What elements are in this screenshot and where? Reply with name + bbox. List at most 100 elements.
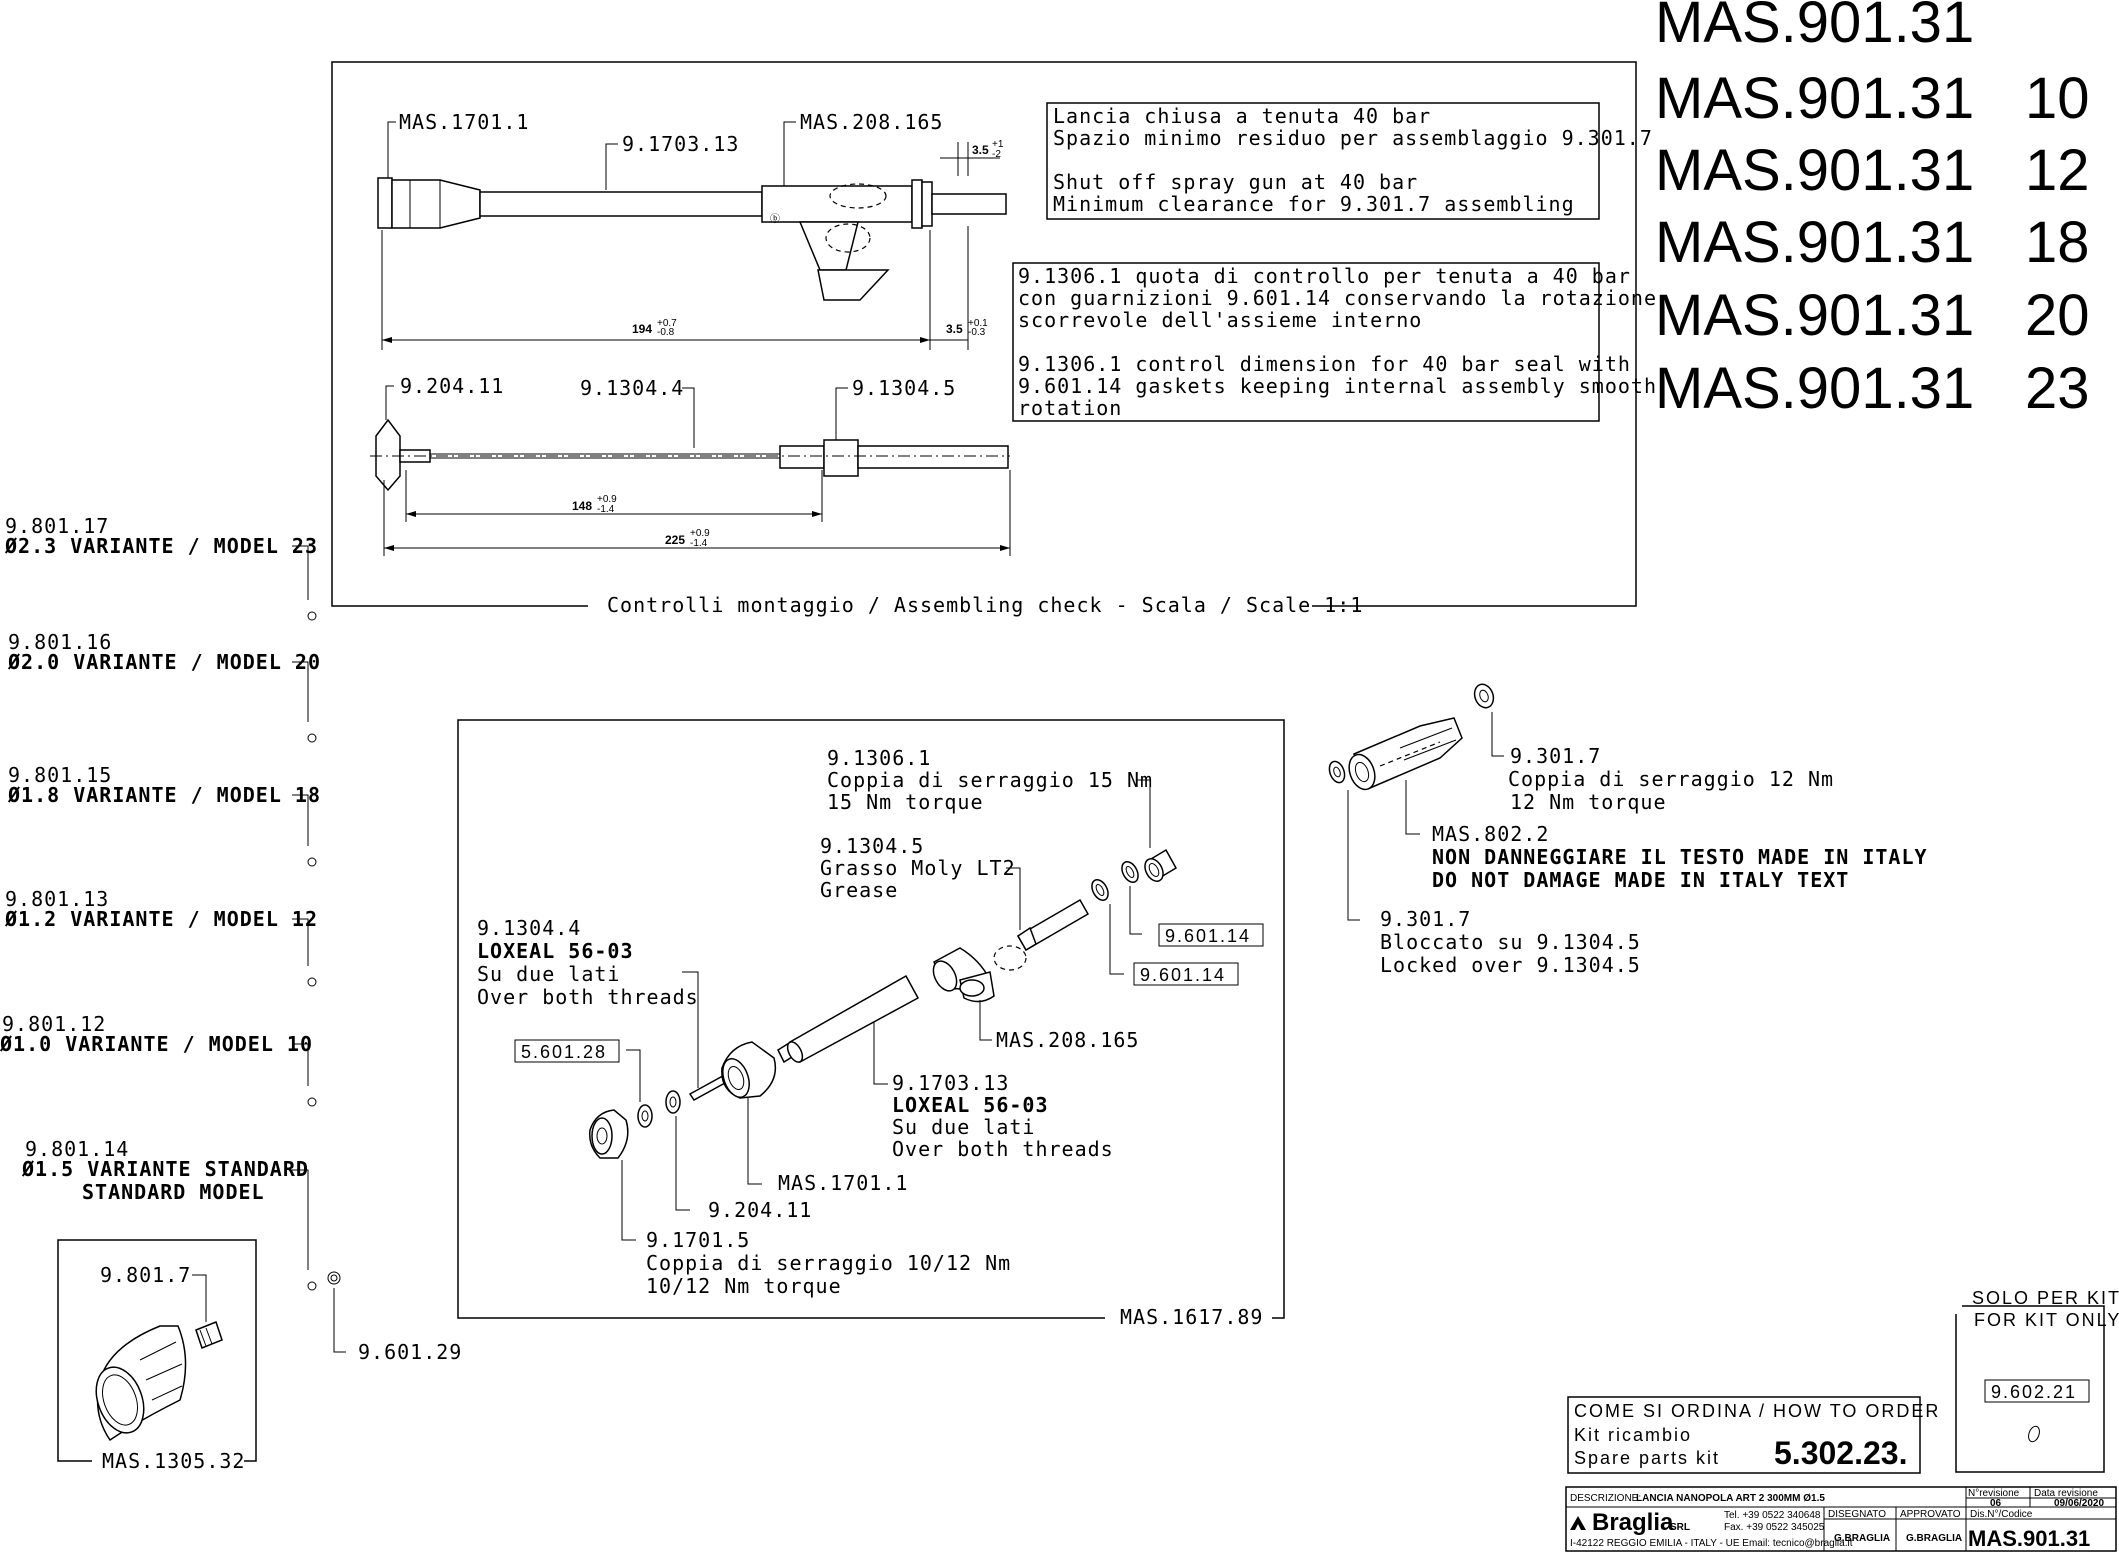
boxed-gasket-a	[1158, 923, 1264, 947]
variant-code-18-left: 9.801.15	[8, 763, 112, 787]
label-9-1703-13: 9.1703.13	[622, 132, 739, 156]
handle-mas-802-2-note-en: DO NOT DAMAGE MADE IN ITALY TEXT	[1432, 868, 1849, 892]
callout-9-1304-4-code: 9.1304.4	[477, 916, 581, 940]
variant-desc-20: Ø2.0 VARIANTE / MODEL 20	[7, 650, 321, 674]
boxed-gasket-c-label: 5.601.28	[521, 1042, 607, 1062]
handle-9-301-7-torque: Coppia di serraggio 12 Nm	[1508, 767, 1834, 791]
variant-suffix-23: 23	[2025, 356, 2090, 421]
tb-drawn-label: DISEGNATO	[1828, 1509, 1886, 1520]
callout-9-1304-5-grease-en: Grease	[820, 878, 898, 902]
tb-desc-value: LANCIA NANOPOLA ART 2 300MM Ø1.5	[1636, 1493, 1825, 1504]
tb-company: Braglia	[1592, 1509, 1674, 1536]
callout-9-1701-5-code: 9.1701.5	[646, 1228, 750, 1252]
variant-code-20-left: 9.801.16	[8, 630, 112, 654]
variant-code-standard: 9.801.14	[25, 1137, 129, 1161]
note2-line2: con guarnizioni 9.601.14 conservando la …	[1018, 286, 1657, 310]
note-box-1	[1046, 102, 1600, 220]
order-line2: Spare parts kit	[1574, 1448, 1720, 1468]
note-box-2	[1012, 262, 1600, 422]
callout-9-1703-13-sides: Su due lati	[892, 1115, 1035, 1139]
dimension-3-5-top-tol-dn: -2	[992, 149, 1001, 160]
kit-only-frame	[1955, 1305, 2105, 1473]
callout-9-1304-5-code: 9.1304.5	[820, 834, 924, 858]
callout-9-1701-5-torque-en: 10/12 Nm torque	[646, 1274, 842, 1298]
handle-9-301-7-code: 9.301.7	[1510, 744, 1601, 768]
dimension-148: 148 +0.9 -1.4	[572, 494, 617, 515]
dimension-3-5-lower: 3.5 +0.1 -0.3	[946, 318, 988, 338]
label-9-1304-5: 9.1304.5	[852, 376, 956, 400]
order-line1: Kit ricambio	[1574, 1425, 1692, 1445]
boxed-gasket-b	[1133, 962, 1239, 986]
note1-line4: Shut off spray gun at 40 bar	[1053, 170, 1418, 194]
variant-desc-18: Ø1.8 VARIANTE / MODEL 18	[7, 783, 321, 807]
variant-suffix-20: 20	[2025, 283, 2090, 348]
dimension-225: 225 +0.9 -1.4	[665, 528, 710, 549]
dimension-148-tol-dn: -1.4	[597, 504, 615, 515]
handle-9-301-7b-locked-en: Locked over 9.1304.5	[1380, 953, 1641, 977]
note1-line2: Spazio minimo residuo per assemblaggio 9…	[1053, 126, 1653, 150]
note1-line5: Minimum clearance for 9.301.7 assembling	[1053, 192, 1575, 216]
nozzle-frame	[57, 1239, 257, 1462]
variant-desc-10: Ø1.0 VARIANTE / MODEL 10	[0, 1032, 313, 1056]
variant-code-10: MAS.901.31	[1655, 66, 1974, 131]
tb-drawn-value: G.BRAGLIA	[1834, 1533, 1890, 1544]
kit-only-part-box	[1984, 1379, 2090, 1403]
inner-assembly-drawing	[370, 418, 1011, 556]
dimension-3-5-top-tol-up: +1	[992, 139, 1004, 150]
handle-mas-802-2-note: NON DANNEGGIARE IL TESTO MADE IN ITALY	[1432, 845, 1928, 869]
nozzle-insert-label: 9.801.7	[100, 1263, 191, 1287]
code-list: MAS.901.31 MAS.901.31 10 MAS.901.31 12 M…	[1655, 0, 2090, 421]
lance-assembly-drawing: ⓑ	[377, 177, 1007, 350]
handle-9-301-7b-locked: Bloccato su 9.1304.5	[1380, 930, 1641, 954]
tb-code-label: Dis.N°/Codice	[1970, 1509, 2033, 1520]
order-panel: COME SI ORDINA / HOW TO ORDER Kit ricamb…	[1567, 1396, 1940, 1474]
variant-desc-standard-2: STANDARD MODEL	[82, 1180, 265, 1204]
variant-suffix-10: 10	[2025, 66, 2090, 131]
dimension-225-value: 225	[665, 533, 685, 547]
kit-only-title-it: SOLO PER KIT	[1972, 1288, 2119, 1308]
dimension-194-value: 194	[632, 322, 652, 336]
callout-9-1304-4-threads: Over both threads	[477, 985, 699, 1009]
dimension-3-5-tol-dn: -0.3	[968, 327, 986, 338]
tb-rev-value: 06	[1990, 1498, 2002, 1509]
exploded-parts	[588, 848, 1178, 1159]
variant-suffix-18: 18	[2025, 210, 2090, 275]
dimension-194: 194 +0.7 -0.8	[632, 318, 677, 338]
variant-code-23-left: 9.801.17	[5, 514, 109, 538]
boxed-gasket-a-label: 9.601.14	[1165, 926, 1251, 946]
note2-line3: scorrevole dell'assieme interno	[1018, 308, 1422, 332]
tb-fax: Fax. +39 0522 345025	[1724, 1522, 1825, 1533]
kit-frame	[457, 719, 1285, 1319]
nozzle-box: MAS.1305.32 9.801.7	[57, 1239, 257, 1473]
callout-9-1304-4-loxeal: LOXEAL 56-03	[477, 939, 634, 963]
variants-list: 9.801.17 Ø2.3 VARIANTE / MODEL 23 9.801.…	[0, 514, 462, 1364]
callout-9-1306-1-torque-en: 15 Nm torque	[827, 790, 984, 814]
kit-code-label: MAS.1617.89	[1120, 1305, 1263, 1329]
note2-line6: 9.601.14 gaskets keeping internal assemb…	[1018, 374, 1657, 398]
title-block: DESCRIZIONE: LANCIA NANOPOLA ART 2 300MM…	[1565, 1486, 2117, 1552]
tb-tel: Tel. +39 0522 340648	[1724, 1510, 1821, 1521]
nozzle-body-label: MAS.1305.32	[102, 1449, 245, 1473]
boxed-gasket-b-label: 9.601.14	[1140, 965, 1226, 985]
callout-9-1304-4-sides: Su due lati	[477, 962, 620, 986]
tb-approved-label: APPROVATO	[1900, 1509, 1961, 1520]
tb-rev-label: N°revisione	[1968, 1488, 2020, 1499]
tb-approved-value: G.BRAGLIA	[1906, 1533, 1962, 1544]
tb-company-suffix: SRL	[1670, 1522, 1690, 1533]
handle-group: 9.301.7 Coppia di serraggio 12 Nm 12 Nm …	[1328, 683, 1928, 977]
variant-code-12-left: 9.801.13	[5, 887, 109, 911]
dimension-194-tol-dn: -0.8	[657, 327, 675, 338]
order-title: COME SI ORDINA / HOW TO ORDER	[1574, 1401, 1940, 1421]
base-code: MAS.901.31	[1655, 0, 1974, 55]
dimension-3-5-upper: 3.5 +1 -2	[940, 139, 1004, 176]
tb-code-value: MAS.901.31	[1968, 1526, 2090, 1551]
label-mas-1701-1: MAS.1701.1	[399, 110, 529, 134]
variant-suffix-12: 12	[2025, 138, 2090, 203]
callout-mas-1701-1: MAS.1701.1	[778, 1171, 908, 1195]
order-frame	[1567, 1396, 1921, 1474]
braglia-logo-icon	[1570, 1516, 1586, 1530]
label-mas-208-165: MAS.208.165	[800, 110, 943, 134]
seal-part-9-601-29: 9.601.29	[358, 1340, 462, 1364]
assembly-caption: Controlli montaggio / Assembling check -…	[607, 593, 1363, 617]
